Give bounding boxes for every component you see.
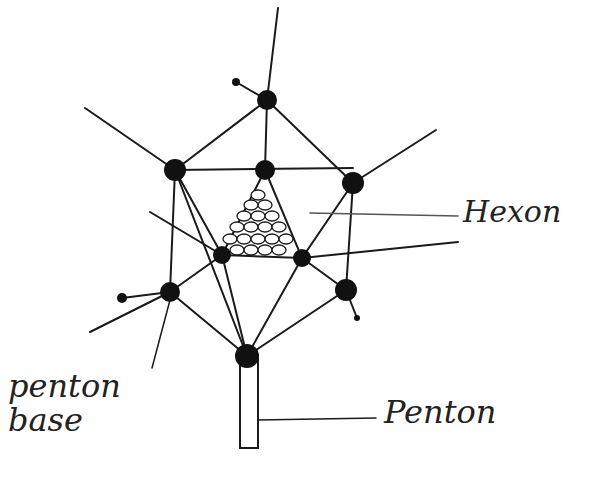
part-label: Hexon — [463, 196, 603, 228]
part-label: penton base — [8, 370, 178, 437]
part-label: Penton — [384, 396, 584, 430]
